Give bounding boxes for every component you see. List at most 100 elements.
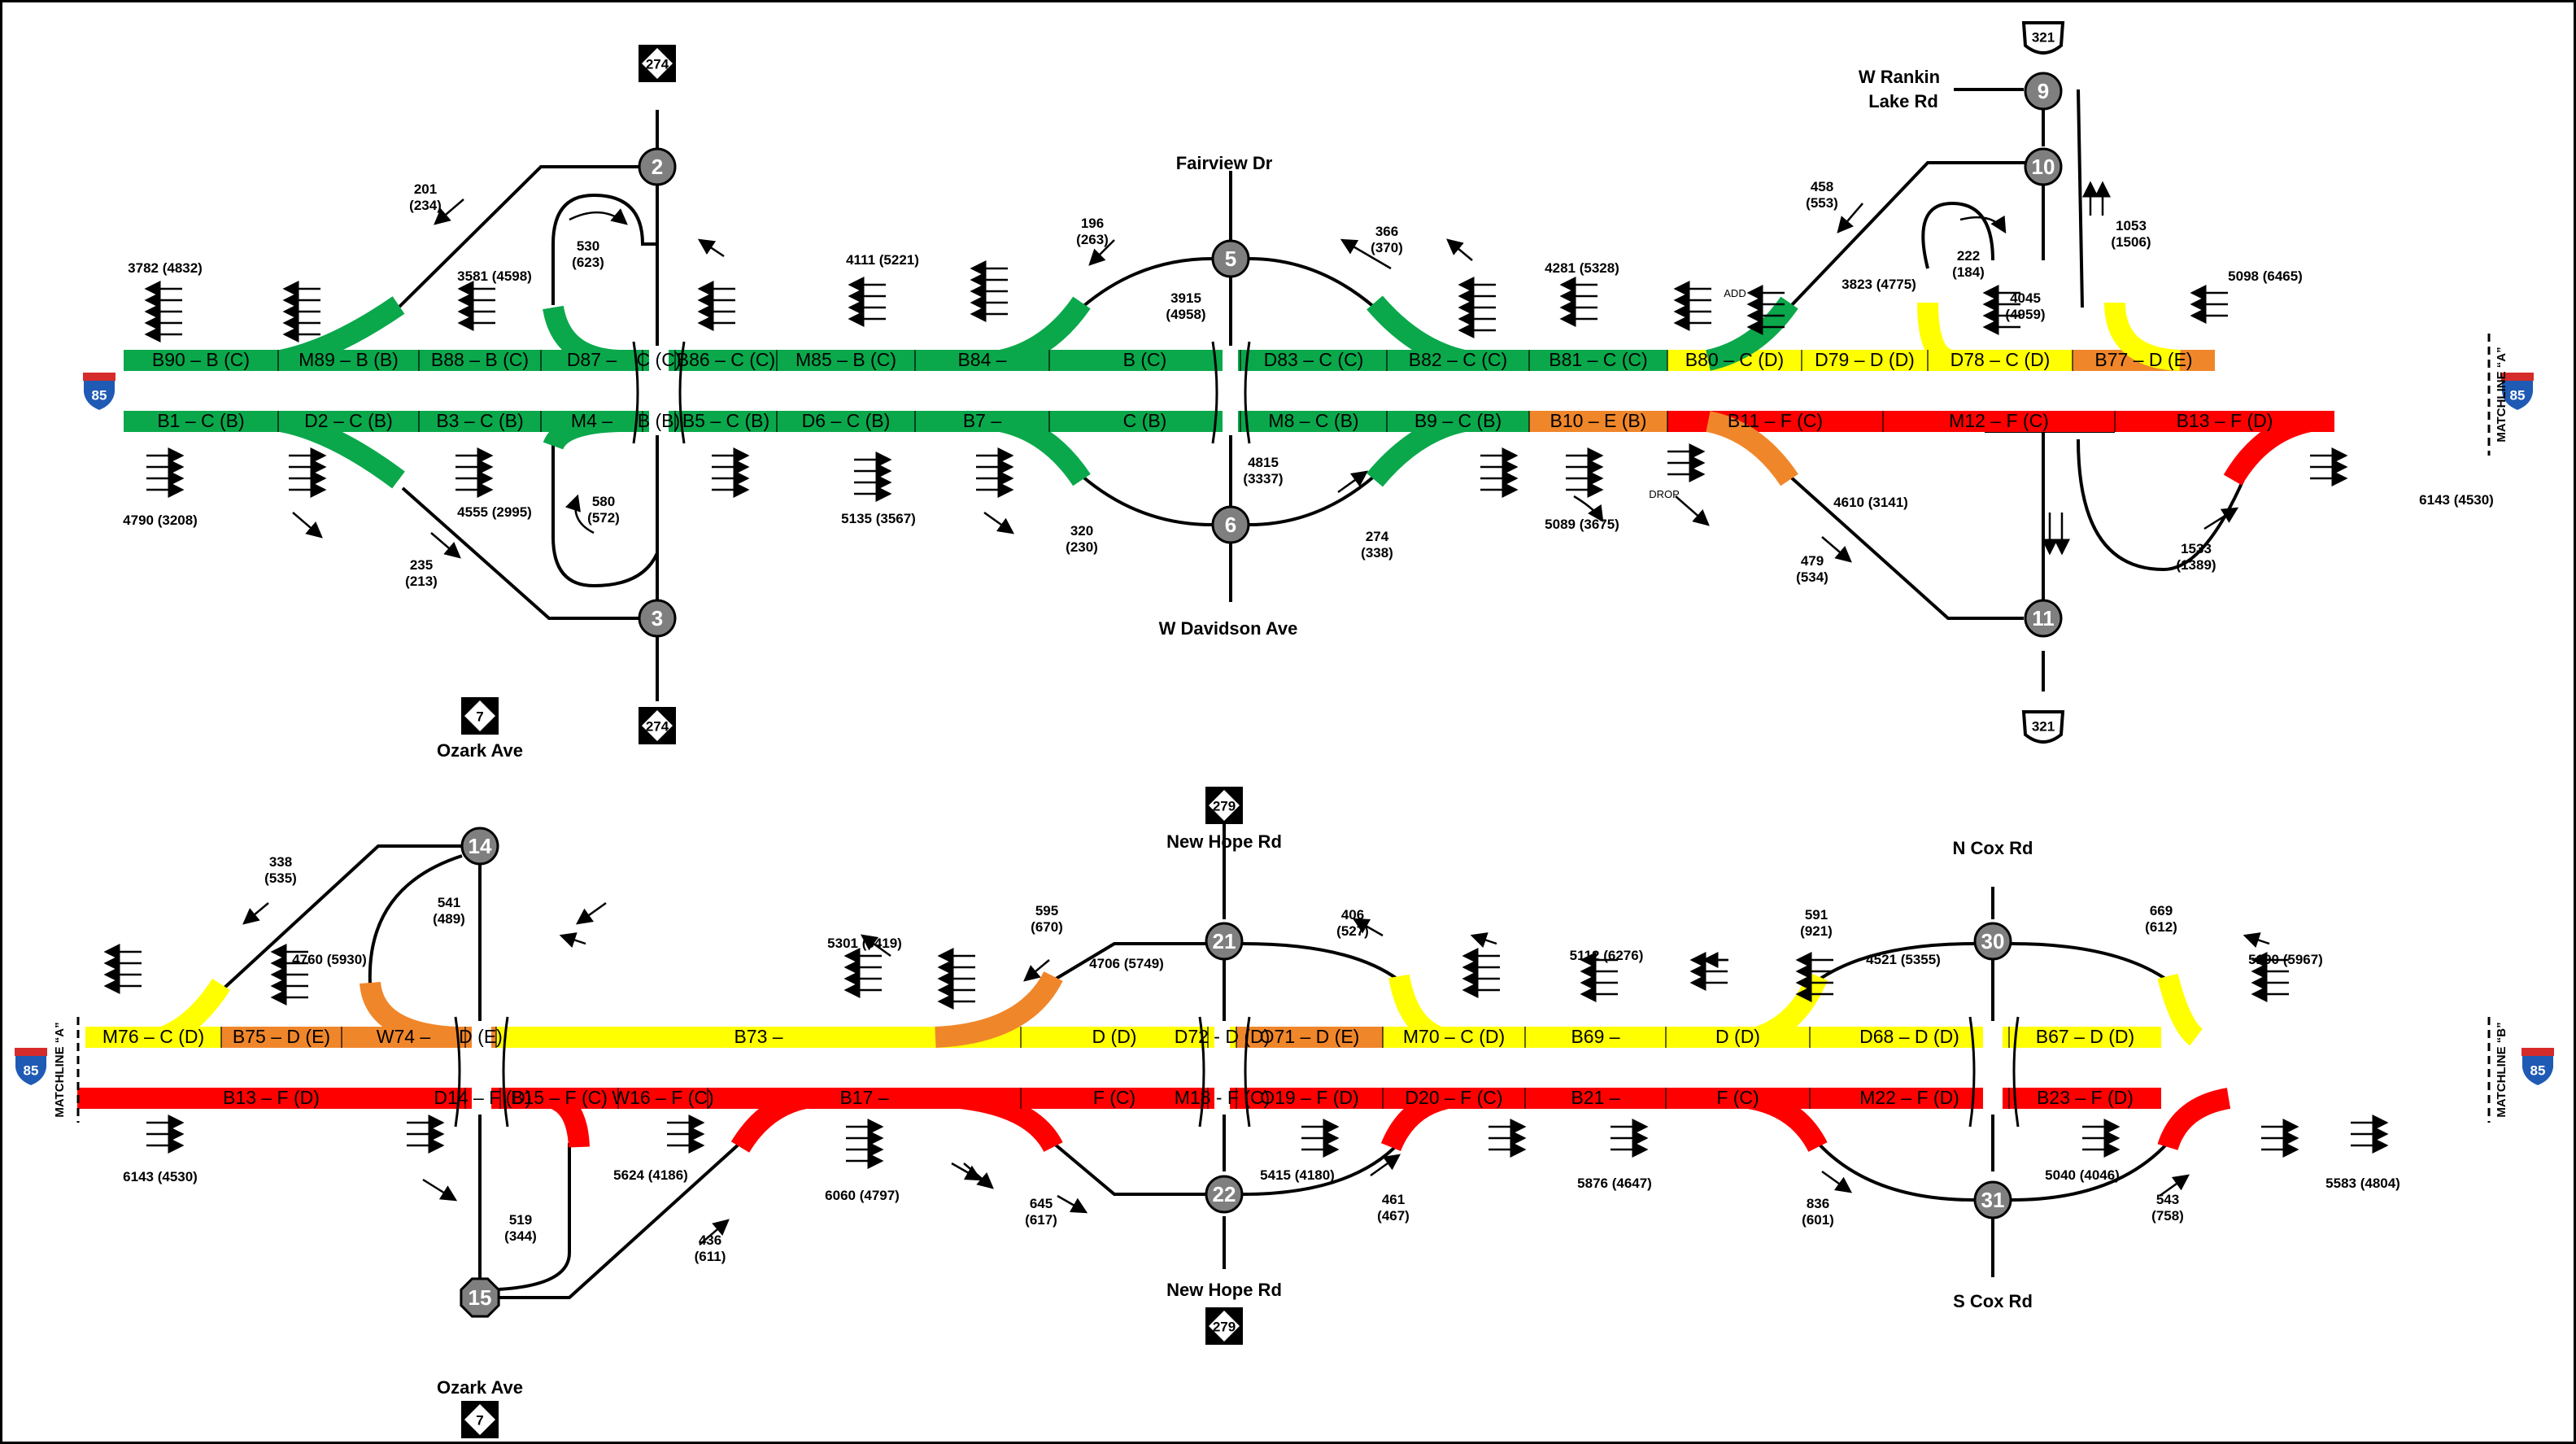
node-14 (460, 827, 499, 866)
movement-arrow-28 (963, 1163, 994, 1189)
bottom_wb_segments-label-9: B21 – (1571, 1087, 1619, 1108)
shield-top-i85a (83, 373, 116, 381)
volume-v32: 4760 (5930) (292, 952, 367, 967)
shield-i85b (2500, 372, 2535, 412)
volume-v10: 5135 (3567) (841, 511, 916, 526)
top_eb_segments-label-14: D78 – C (D) (1951, 349, 2051, 370)
shield-label-i85b: 85 (2510, 388, 2526, 404)
volume-v5b: (623) (572, 255, 604, 270)
bottom_eb_segments-bar-5 (1021, 1027, 1208, 1048)
top_eb_segments-label-7: B84 – (957, 349, 1006, 370)
volume-v28: 5098 (6465) (2228, 268, 2303, 284)
node-6 (1211, 505, 1250, 544)
movement-arrow-5 (1446, 238, 1473, 261)
volume-v7b: (572) (587, 510, 620, 526)
movement-arrow-29 (951, 1162, 983, 1181)
ramp-13 (159, 978, 230, 1048)
loop-arrow-0 (569, 208, 628, 225)
ramp-0 (278, 296, 405, 371)
volume-v16a: 274 (1366, 529, 1389, 544)
ramp-bars (159, 295, 2312, 1153)
volume-v12b: (4958) (1166, 307, 1205, 322)
bottom_wb_segments-label-0: B13 – F (D) (223, 1087, 320, 1108)
top_eb_segments-bar-5 (675, 350, 777, 371)
top_eb_segments-bar-0 (124, 350, 278, 371)
top_eb_segments-bar-2 (419, 350, 541, 371)
shield-label-i85c: 85 (24, 1063, 39, 1079)
loop-arrow-1 (564, 494, 595, 534)
volume-v42b: (617) (1025, 1212, 1057, 1228)
bottom_eb_segments-label-11: D68 – D (D) (1859, 1026, 1959, 1047)
volume-v25a: 1053 (2116, 218, 2147, 233)
volume-v29b: (1389) (2176, 557, 2216, 573)
shield-i85d (2521, 1047, 2555, 1088)
ramp-19 (548, 1088, 590, 1148)
shield-diamond-s7b (464, 1404, 495, 1435)
volume-v38: 5301 (6419) (827, 936, 902, 951)
shield-label-s274b: 274 (646, 719, 669, 735)
top_wb_segments-label-3: M4 – (571, 410, 612, 431)
volume-v19: ADD (1724, 287, 1746, 299)
movement-arrow-23 (1057, 1194, 1088, 1214)
volume-v34: 6143 (4530) (123, 1169, 198, 1184)
top_wb_segments-label-10: B9 – C (B) (1414, 410, 1502, 431)
volume-v23b: (184) (1952, 264, 1985, 280)
bottom_eb_segments-label-1: B75 – D (E) (233, 1026, 330, 1047)
ramp-11 (2104, 302, 2181, 371)
segment-bars (77, 346, 2334, 1115)
movement-arrow-24 (1370, 1154, 1401, 1177)
top_eb_segments-label-0: B90 – B (C) (152, 349, 250, 370)
movement-arrow-21 (2243, 932, 2270, 949)
bottom_eb_segments-bar-4 (496, 1027, 1021, 1048)
shield-label-s321a: 321 (2032, 30, 2055, 46)
node-label-6: 6 (1225, 513, 1236, 537)
movement-arrow-3 (1340, 238, 1392, 270)
segment-dividers (220, 350, 2116, 1109)
volume-v48a: 591 (1805, 907, 1828, 923)
volume-v31a: 338 (269, 854, 292, 870)
bottom_eb_segments-label-0: M76 – C (D) (102, 1026, 204, 1047)
bridge-gap-3 (1214, 1021, 1230, 1115)
bottom_eb_segments-label-3: D (E) (459, 1026, 503, 1047)
shield-diamond-s279b (1209, 1311, 1240, 1341)
volume-v33a: 541 (438, 895, 460, 910)
lane-arrows (103, 181, 2389, 1246)
matchline-label-mB_bot: MATCHLINE “B” (2495, 1022, 2508, 1117)
road-label-rankin2: Lake Rd (1868, 91, 1938, 111)
loop-arrow-3 (1573, 495, 1604, 523)
bottom_wb_segments-bar-8 (1383, 1088, 1525, 1109)
node-2 (638, 147, 677, 186)
bottom_wb_segments-bar-9 (1525, 1088, 1666, 1109)
shield-top-i85c (15, 1048, 47, 1056)
matchline-label-mA_bot: MATCHLINE “A” (53, 1022, 67, 1117)
ramp-9 (1706, 411, 1798, 486)
bottom_eb_segments-label-7: O71 – D (E) (1260, 1026, 1360, 1047)
matchline-label-mA_top: MATCHLINE “A” (2495, 347, 2508, 442)
top_wb_segments-bar-9 (1240, 411, 1387, 432)
movement-arrow-16 (1023, 959, 1050, 982)
volume-v35b: (344) (504, 1228, 537, 1244)
bottom_eb_segments-label-12: B67 – D (D) (2036, 1026, 2134, 1047)
bottom-road-lines (222, 822, 2169, 1299)
movement-arrow-4 (697, 238, 725, 258)
volume-v33b: (489) (433, 911, 465, 927)
bracket-1 (678, 341, 686, 444)
volume-v29a: 1533 (2181, 541, 2212, 556)
volume-v35a: 519 (509, 1212, 532, 1228)
top_wb_segments-label-9: M8 – C (B) (1268, 410, 1358, 431)
bottom_wb_segments-bar-11 (1810, 1088, 2009, 1109)
top_wb_segments-bar-11 (1529, 411, 1667, 432)
top_eb_segments-label-12: B80 – C (D) (1685, 349, 1784, 370)
volume-v54b: (758) (2151, 1208, 2184, 1224)
node-11 (2024, 599, 2063, 638)
top_eb_segments-label-9: D83 – C (C) (1264, 349, 1364, 370)
volume-v31b: (535) (264, 870, 297, 886)
volume-v26: 4610 (3141) (1833, 495, 1908, 510)
shield-label-i85a: 85 (92, 388, 107, 404)
volume-v11b: (263) (1076, 232, 1109, 247)
volume-v45a: 461 (1382, 1192, 1405, 1207)
node-label-21: 21 (1213, 929, 1236, 953)
node-label-5: 5 (1225, 246, 1236, 271)
volume-v54a: 543 (2156, 1192, 2179, 1207)
